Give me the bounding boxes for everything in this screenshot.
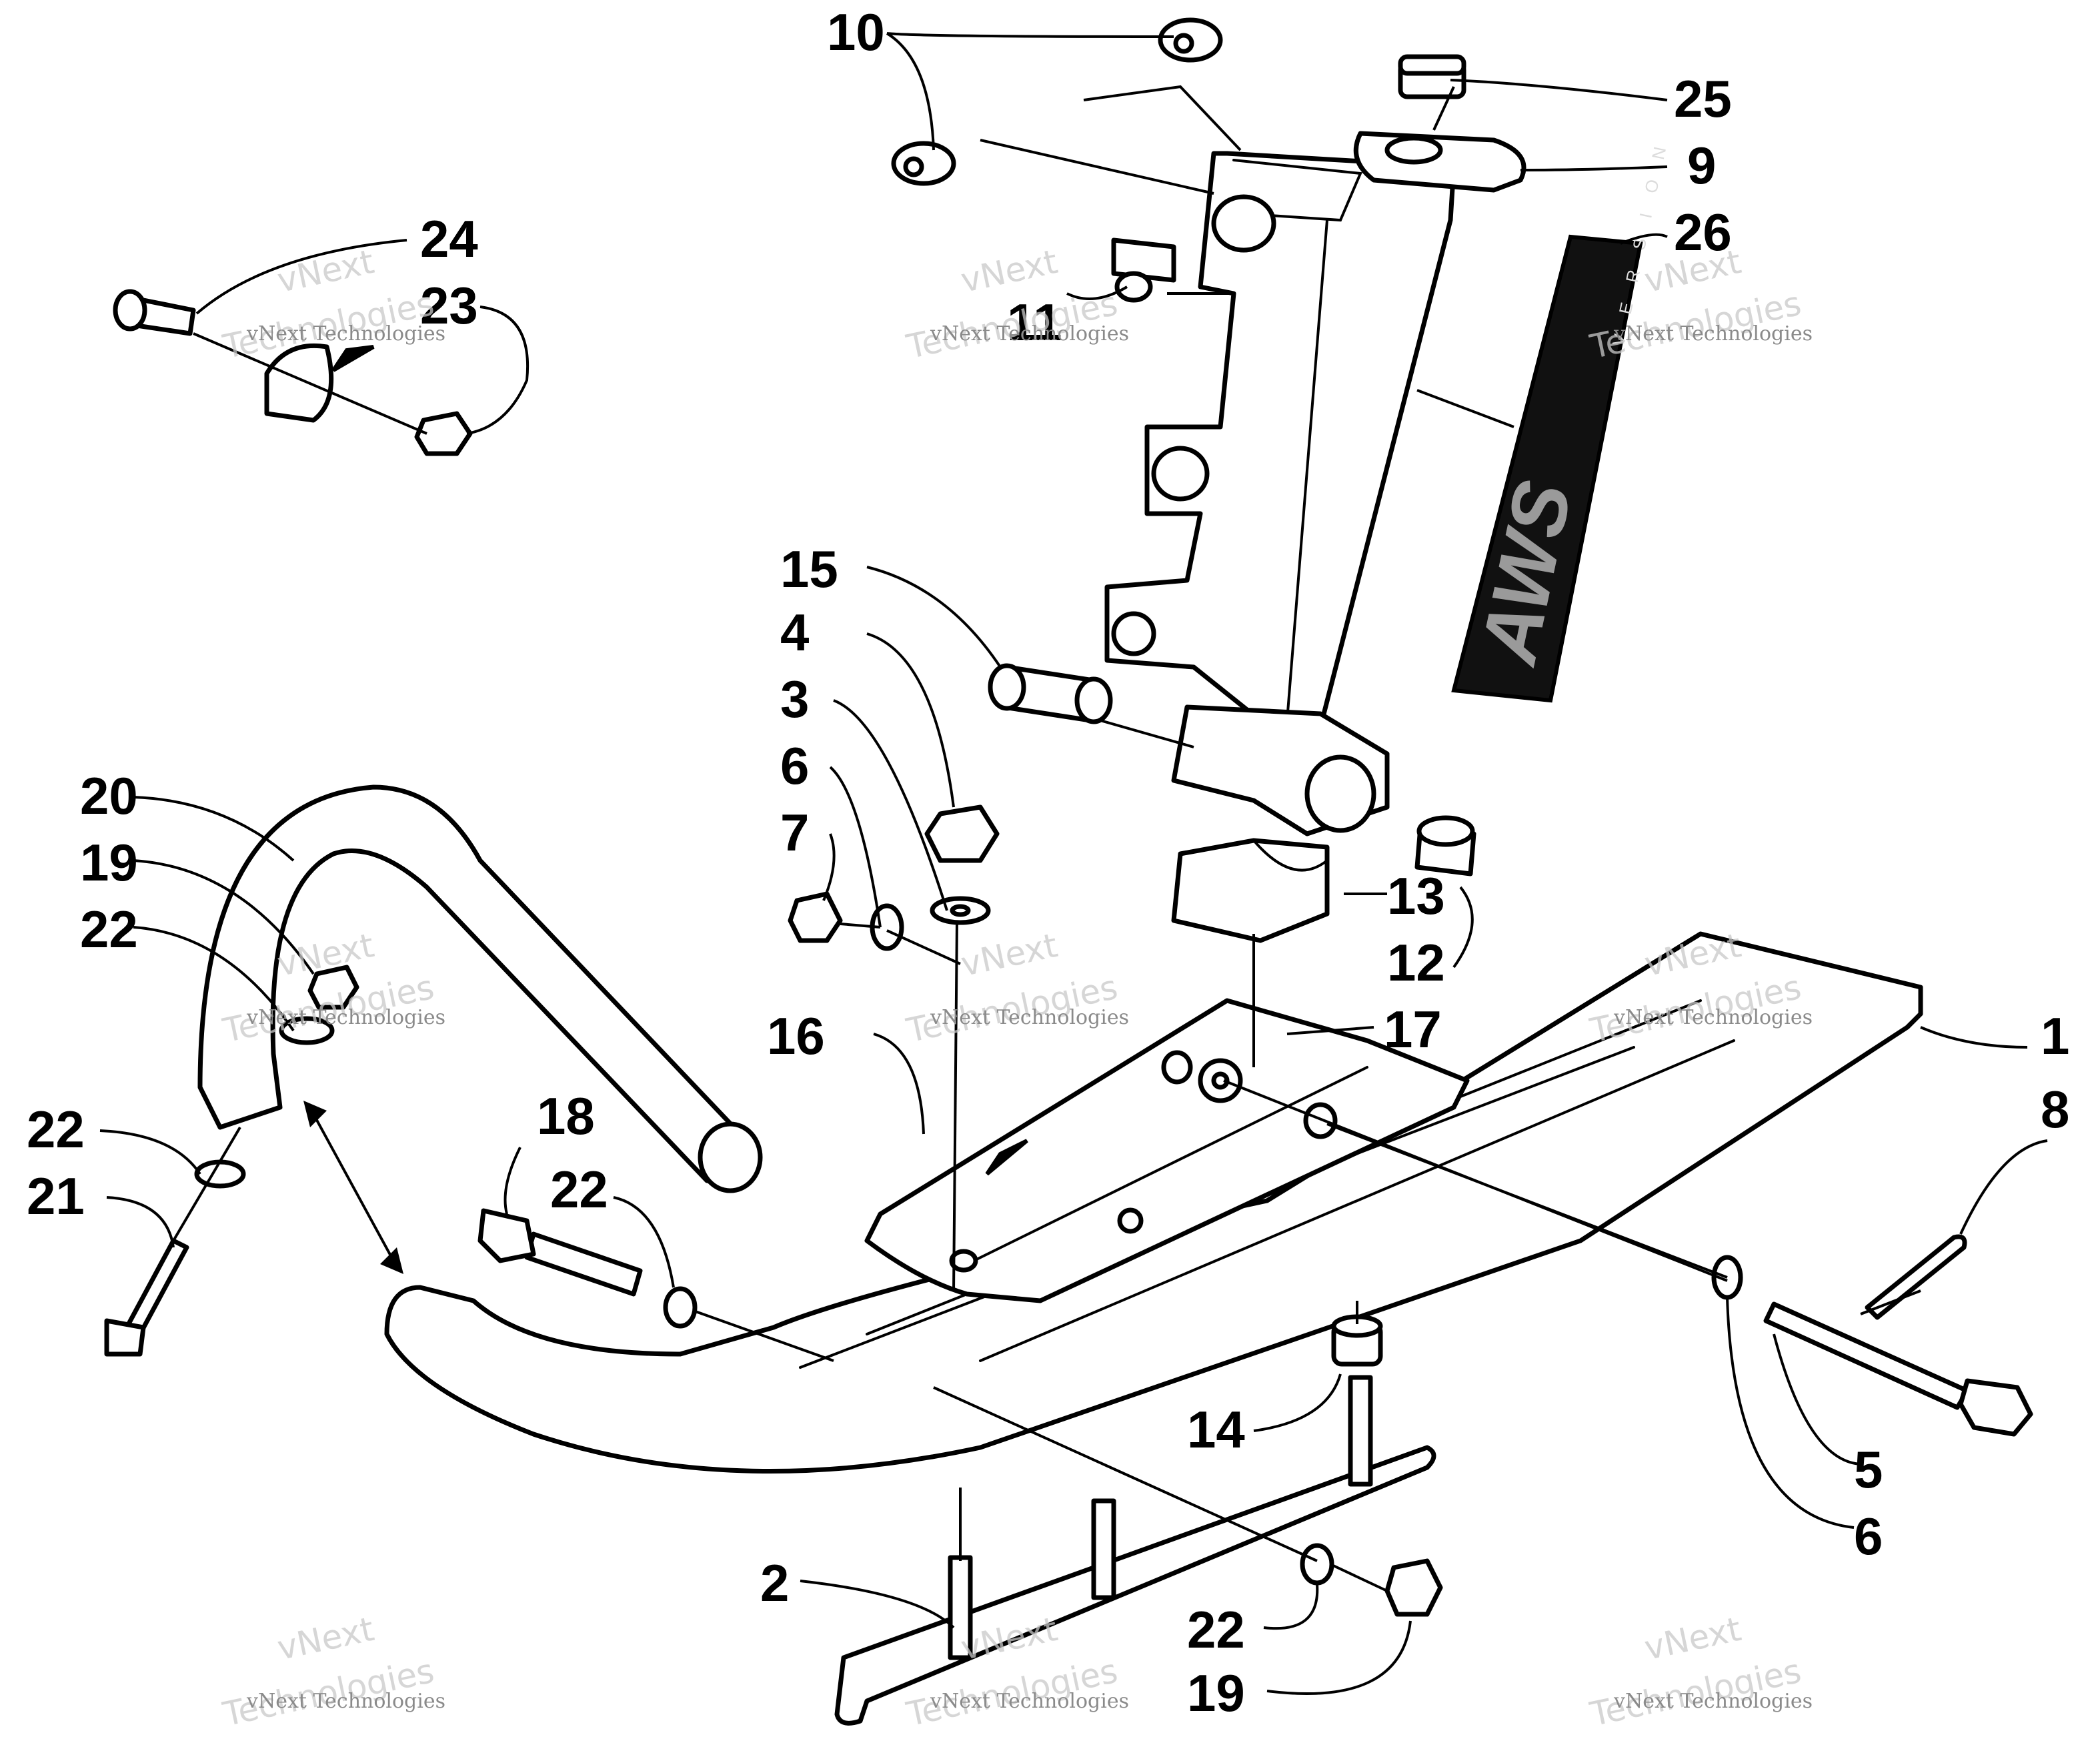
callout-21: 21	[27, 1167, 85, 1225]
callout-22-mid: 22	[550, 1160, 608, 1219]
watermark-brand: vNext	[958, 926, 1061, 984]
watermark-sub: vNext Technologies	[930, 1690, 1129, 1713]
callout-22-top: 22	[80, 900, 138, 959]
washer-22-mid	[663, 1286, 698, 1329]
callout-11: 11	[1007, 293, 1062, 352]
ski-saddle	[864, 998, 1470, 1303]
watermark-brand: vNext	[274, 1610, 377, 1668]
watermark-5: vNext Technologies vNext Technologies	[903, 926, 1129, 1050]
callout-4: 4	[780, 603, 809, 662]
washer-17	[1198, 1058, 1243, 1103]
nut-19-loop	[307, 965, 359, 1010]
rubber-pad	[1171, 838, 1330, 943]
callout-10: 10	[827, 3, 885, 61]
callout-1: 1	[2041, 1007, 2069, 1065]
callout-6-bottom: 6	[1854, 1507, 1883, 1566]
callout-5: 5	[1854, 1440, 1883, 1499]
watermark-sub: vNext Technologies	[246, 1006, 445, 1029]
bolt-5	[1763, 1301, 2033, 1437]
callout-6-top: 6	[780, 736, 809, 795]
ski-loop-handle	[197, 784, 763, 1193]
callout-19-bottom: 19	[1187, 1664, 1245, 1722]
callout-19-top: 19	[80, 833, 138, 892]
callout-3: 3	[780, 670, 809, 728]
callout-24: 24	[420, 209, 478, 268]
watermark-sub: vNext Technologies	[1613, 1690, 1813, 1713]
callout-22-bottom: 22	[1187, 1600, 1245, 1659]
aws-decal: AWS V E R S I O N	[1451, 137, 1672, 703]
bushing-lower	[891, 141, 956, 186]
callout-14: 14	[1187, 1400, 1245, 1459]
spacer-sleeve	[988, 663, 1113, 724]
watermark-brand: vNext	[958, 242, 1061, 300]
callout-7: 7	[780, 803, 809, 862]
watermark-7: vNext Technologies vNext Technologies	[219, 1610, 445, 1734]
washer-22-bottom	[1300, 1543, 1334, 1586]
washer-22-loop	[279, 1016, 335, 1045]
watermark-sub: vNext Technologies	[246, 1690, 445, 1713]
watermark-sub: vNext Technologies	[930, 322, 1129, 346]
leader-lines	[99, 32, 2048, 1696]
nut-19-bottom	[1384, 1558, 1443, 1617]
callout-13: 13	[1387, 866, 1445, 925]
grease-fitting	[1111, 237, 1176, 303]
cotter-pin	[1865, 1234, 1967, 1320]
watermark-sub: vNext Technologies	[1613, 1006, 1813, 1029]
steering-arm	[1353, 131, 1526, 193]
watermark-1: vNext Technologies vNext Technologies	[219, 242, 445, 366]
bushing-upper	[1158, 17, 1223, 63]
washer-22-left	[194, 1159, 246, 1189]
plug-cap	[1398, 54, 1466, 99]
callout-8: 8	[2041, 1080, 2069, 1139]
callout-25: 25	[1674, 69, 1732, 128]
callout-18: 18	[537, 1087, 595, 1145]
callout-2: 2	[760, 1554, 789, 1612]
callout-20: 20	[80, 766, 138, 825]
bolt-18	[477, 1208, 643, 1297]
clamp-bolt-24	[113, 289, 196, 336]
callout-23: 23	[420, 276, 478, 335]
clamp-nut-23	[414, 411, 473, 456]
callout-17: 17	[1384, 1000, 1442, 1059]
callout-9: 9	[1687, 136, 1716, 195]
watermark-brand: vNext	[1641, 242, 1745, 300]
watermark-sub: vNext Technologies	[1613, 322, 1813, 346]
watermark-sub: vNext Technologies	[930, 1006, 1129, 1029]
bushing-12	[1414, 815, 1476, 877]
bolt-21	[104, 1238, 189, 1357]
callout-12: 12	[1387, 933, 1445, 992]
decal-brand: AWS	[1463, 474, 1589, 672]
wear-bar-runner	[834, 1375, 1436, 1726]
watermark-9: vNext Technologies vNext Technologies	[1587, 1610, 1813, 1734]
watermark-brand: vNext	[1641, 1610, 1745, 1668]
watermark-sub: vNext Technologies	[246, 322, 445, 346]
nut-4	[924, 804, 1000, 863]
washer-3	[930, 896, 991, 925]
callout-15: 15	[780, 540, 838, 598]
spindle-assembly	[1104, 151, 1456, 836]
clamp-bracket	[264, 343, 334, 423]
watermark-brand: vNext	[274, 242, 377, 300]
nut-7	[788, 891, 843, 943]
callout-26: 26	[1674, 203, 1732, 261]
callout-22-left: 22	[27, 1100, 85, 1159]
callout-16: 16	[767, 1007, 825, 1065]
callout-labels: 10 25 9 24 23 11 26 15 4 3 6 7 20 19 22 …	[27, 3, 2069, 1722]
